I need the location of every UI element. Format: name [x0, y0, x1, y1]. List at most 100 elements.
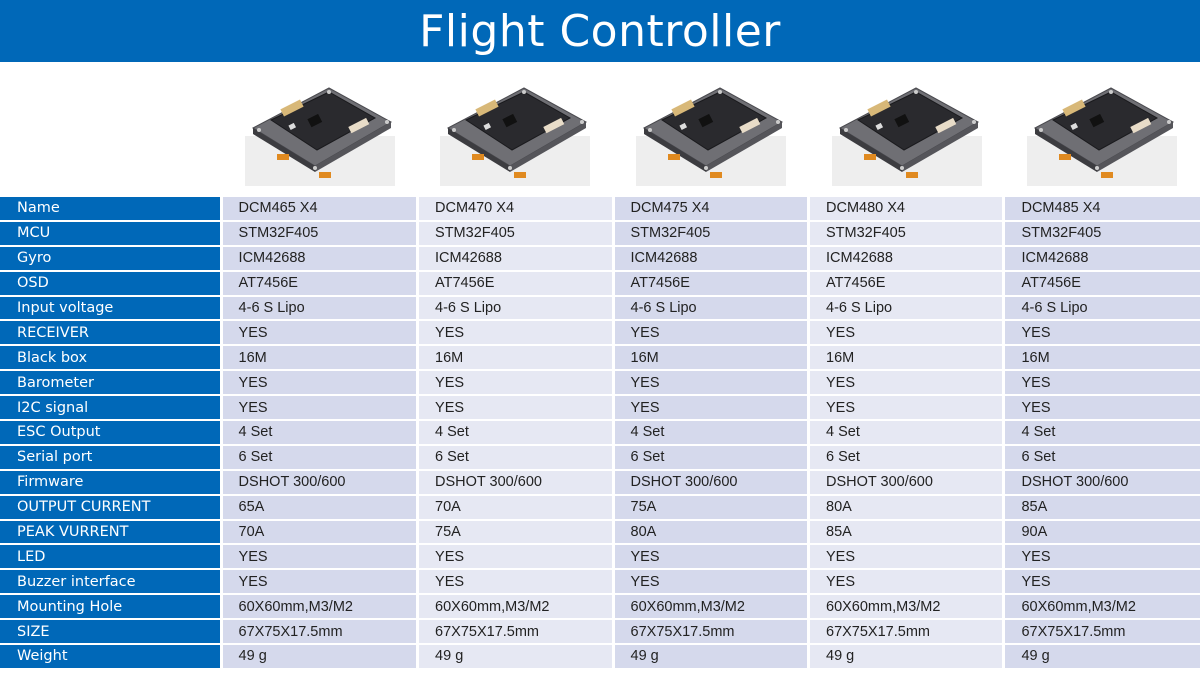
- spec-value-cell: ICM42688: [222, 246, 420, 272]
- spec-value-cell: 4-6 S Lipo: [222, 296, 420, 322]
- row-label: Mounting Hole: [0, 595, 223, 621]
- spec-value-cell: ICM42688: [419, 246, 615, 272]
- spec-value-cell: 67X75X17.5mm: [419, 620, 615, 646]
- spec-value-cell: 90A: [1005, 520, 1200, 546]
- product-image-cell: [613, 70, 809, 192]
- spec-value-cell: YES: [614, 545, 810, 571]
- spec-value-cell: DSHOT 300/600: [1005, 470, 1200, 496]
- spec-value-cell: DCM480 X4: [810, 197, 1006, 222]
- spec-value-cell: YES: [222, 396, 420, 422]
- spec-value-cell: 6 Set: [222, 445, 420, 471]
- spec-value-cell: DSHOT 300/600: [222, 470, 420, 496]
- spec-value-cell: STM32F405: [614, 221, 810, 247]
- spec-value-cell: AT7456E: [614, 271, 810, 297]
- flight-controller-image: [1027, 76, 1178, 186]
- flight-controller-image: [440, 76, 591, 186]
- spec-value-cell: YES: [222, 570, 420, 596]
- spec-value-cell: YES: [810, 570, 1006, 596]
- spec-value-cell: 16M: [614, 346, 810, 372]
- spec-value-cell: ICM42688: [614, 246, 810, 272]
- spec-value-cell: YES: [1005, 545, 1200, 571]
- spec-value-cell: YES: [1005, 570, 1200, 596]
- spec-value-cell: YES: [1005, 321, 1200, 347]
- row-label: RECEIVER: [0, 321, 223, 347]
- spec-value-cell: YES: [419, 371, 615, 397]
- product-images-row: [222, 70, 1200, 192]
- spec-value-cell: 70A: [222, 520, 420, 546]
- spec-value-cell: 60X60mm,M3/M2: [419, 595, 615, 621]
- spec-value-cell: 4-6 S Lipo: [419, 296, 615, 322]
- spec-value-cell: 85A: [810, 520, 1006, 546]
- spec-value-cell: 6 Set: [614, 445, 810, 471]
- spec-value-cell: STM32F405: [1005, 221, 1200, 247]
- spec-value-cell: ICM42688: [1005, 246, 1200, 272]
- spec-value-cell: 4 Set: [222, 421, 420, 446]
- spec-value-cell: 49 g: [1005, 645, 1200, 670]
- spec-value-cell: YES: [614, 321, 810, 347]
- flight-controller-image: [831, 76, 982, 186]
- row-label: Black box: [0, 346, 223, 372]
- row-label: Buzzer interface: [0, 570, 223, 596]
- spec-value-cell: YES: [810, 371, 1006, 397]
- spec-value-cell: 4-6 S Lipo: [1005, 296, 1200, 322]
- spec-value-cell: 49 g: [614, 645, 810, 670]
- spec-value-cell: 80A: [614, 520, 810, 546]
- spec-value-cell: STM32F405: [222, 221, 420, 247]
- row-label: Firmware: [0, 470, 223, 496]
- row-label: MCU: [0, 221, 223, 247]
- spec-value-cell: YES: [614, 396, 810, 422]
- spec-value-cell: 6 Set: [419, 445, 615, 471]
- spec-value-cell: 60X60mm,M3/M2: [810, 595, 1006, 621]
- row-label: Input voltage: [0, 296, 223, 322]
- row-label: Serial port: [0, 445, 223, 471]
- row-label: OUTPUT CURRENT: [0, 495, 223, 521]
- spec-value-cell: YES: [419, 321, 615, 347]
- product-image-cell: [222, 70, 418, 192]
- row-label: Barometer: [0, 371, 223, 397]
- spec-value-cell: YES: [222, 371, 420, 397]
- spec-value-cell: 49 g: [419, 645, 615, 670]
- row-label: I2C signal: [0, 396, 223, 422]
- spec-value-cell: 67X75X17.5mm: [222, 620, 420, 646]
- spec-value-cell: YES: [419, 396, 615, 422]
- row-label: Name: [0, 197, 223, 222]
- spec-value-cell: YES: [419, 570, 615, 596]
- row-label: Gyro: [0, 246, 223, 272]
- spec-value-cell: 85A: [1005, 495, 1200, 521]
- spec-value-cell: YES: [810, 396, 1006, 422]
- spec-value-cell: 67X75X17.5mm: [810, 620, 1006, 646]
- spec-value-cell: ICM42688: [810, 246, 1006, 272]
- spec-value-cell: 49 g: [222, 645, 420, 670]
- row-label: SIZE: [0, 620, 223, 646]
- flight-controller-image: [635, 76, 786, 186]
- spec-value-cell: 6 Set: [810, 445, 1006, 471]
- spec-value-cell: 4 Set: [810, 421, 1006, 446]
- product-image-cell: [418, 70, 614, 192]
- spec-value-cell: DSHOT 300/600: [810, 470, 1006, 496]
- spec-value-cell: 16M: [222, 346, 420, 372]
- spec-value-cell: AT7456E: [1005, 271, 1200, 297]
- spec-value-cell: DCM465 X4: [222, 197, 420, 222]
- spec-value-cell: 4-6 S Lipo: [614, 296, 810, 322]
- spec-value-cell: 4 Set: [1005, 421, 1200, 446]
- spec-value-cell: 4 Set: [419, 421, 615, 446]
- spec-value-cell: 67X75X17.5mm: [614, 620, 810, 646]
- spec-value-cell: AT7456E: [810, 271, 1006, 297]
- spec-value-cell: 4 Set: [614, 421, 810, 446]
- page-title: Flight Controller: [419, 5, 781, 57]
- spec-value-cell: DCM485 X4: [1005, 197, 1200, 222]
- product-image-cell: [1004, 70, 1200, 192]
- spec-value-cell: 70A: [419, 495, 615, 521]
- spec-value-cell: 80A: [810, 495, 1006, 521]
